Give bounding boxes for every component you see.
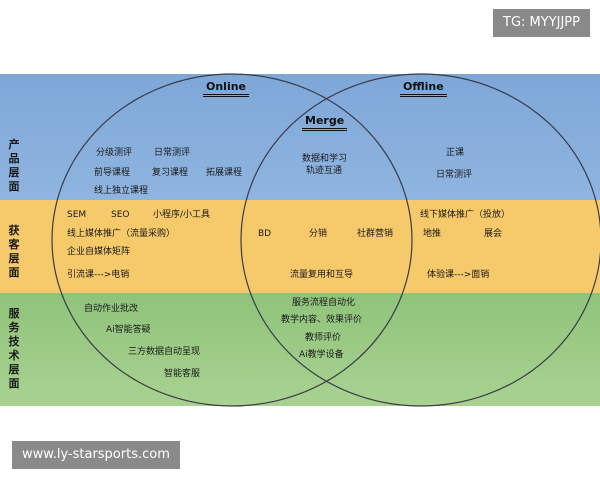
- acquisition-layer-band: [0, 200, 600, 293]
- row-label-product: 产品层面: [8, 138, 20, 193]
- product-online-item: 线上独立课程: [94, 186, 149, 196]
- service-layer-band: [0, 293, 600, 406]
- service-online-item: Ai智能答疑: [106, 325, 151, 335]
- acq-online-item: SEO: [111, 210, 130, 220]
- product-merge-item: 轨迹互通: [306, 166, 343, 176]
- service-online-item: 自动作业批改: [84, 304, 139, 314]
- product-merge-item: 数据和学习: [302, 154, 348, 164]
- acq-online-item: 企业自媒体矩阵: [67, 247, 131, 257]
- product-online-item: 复习课程: [152, 168, 189, 178]
- product-online-item: 日常测评: [154, 148, 191, 158]
- acq-merge-item: 社群营销: [357, 229, 394, 239]
- acq-offline-item: 展会: [484, 229, 503, 239]
- product-offline-item: 正课: [446, 148, 465, 158]
- watermark-telegram: TG: MYYJJPP: [493, 9, 590, 37]
- service-online-item: 三方数据自动呈现: [128, 347, 201, 357]
- merge-header: Merge: [302, 114, 348, 131]
- acq-offline-item: 体验课--->面销: [427, 270, 490, 280]
- acq-offline-item: 地推: [423, 229, 442, 239]
- service-online-item: 智能客服: [164, 369, 201, 379]
- acq-online-item: 小程序/小工具: [153, 210, 211, 220]
- service-merge-item: 服务流程自动化: [292, 298, 356, 308]
- online-header: Online: [203, 80, 250, 97]
- acq-merge-item: 分销: [309, 229, 328, 239]
- product-online-item: 分级测评: [96, 148, 133, 158]
- watermark-url: www.ly-starsports.com: [12, 441, 180, 469]
- row-label-acquisition: 获客层面: [8, 224, 20, 279]
- product-offline-item: 日常测评: [436, 170, 473, 180]
- product-layer-band: [0, 74, 600, 200]
- offline-circle: [240, 73, 600, 407]
- acq-merge-item: BD: [258, 229, 272, 239]
- acq-online-item: SEM: [67, 210, 87, 220]
- product-online-item: 前导课程: [94, 168, 131, 178]
- service-merge-item: Ai教学设备: [299, 350, 344, 360]
- online-circle: [51, 73, 413, 407]
- acq-online-item: 引流课--->电销: [67, 270, 130, 280]
- offline-header: Offline: [400, 80, 447, 97]
- product-online-item: 拓展课程: [206, 168, 243, 178]
- row-label-service: 服务技术层面: [8, 307, 20, 390]
- acq-online-item: 线上媒体推广（流量采购）: [67, 229, 176, 239]
- acq-offline-item: 线下媒体推广（投放）: [420, 210, 511, 220]
- acq-merge-item: 流量复用和互导: [290, 270, 354, 280]
- service-merge-item: 教师评价: [305, 333, 342, 343]
- service-merge-item: 教学内容、效果评价: [281, 315, 363, 325]
